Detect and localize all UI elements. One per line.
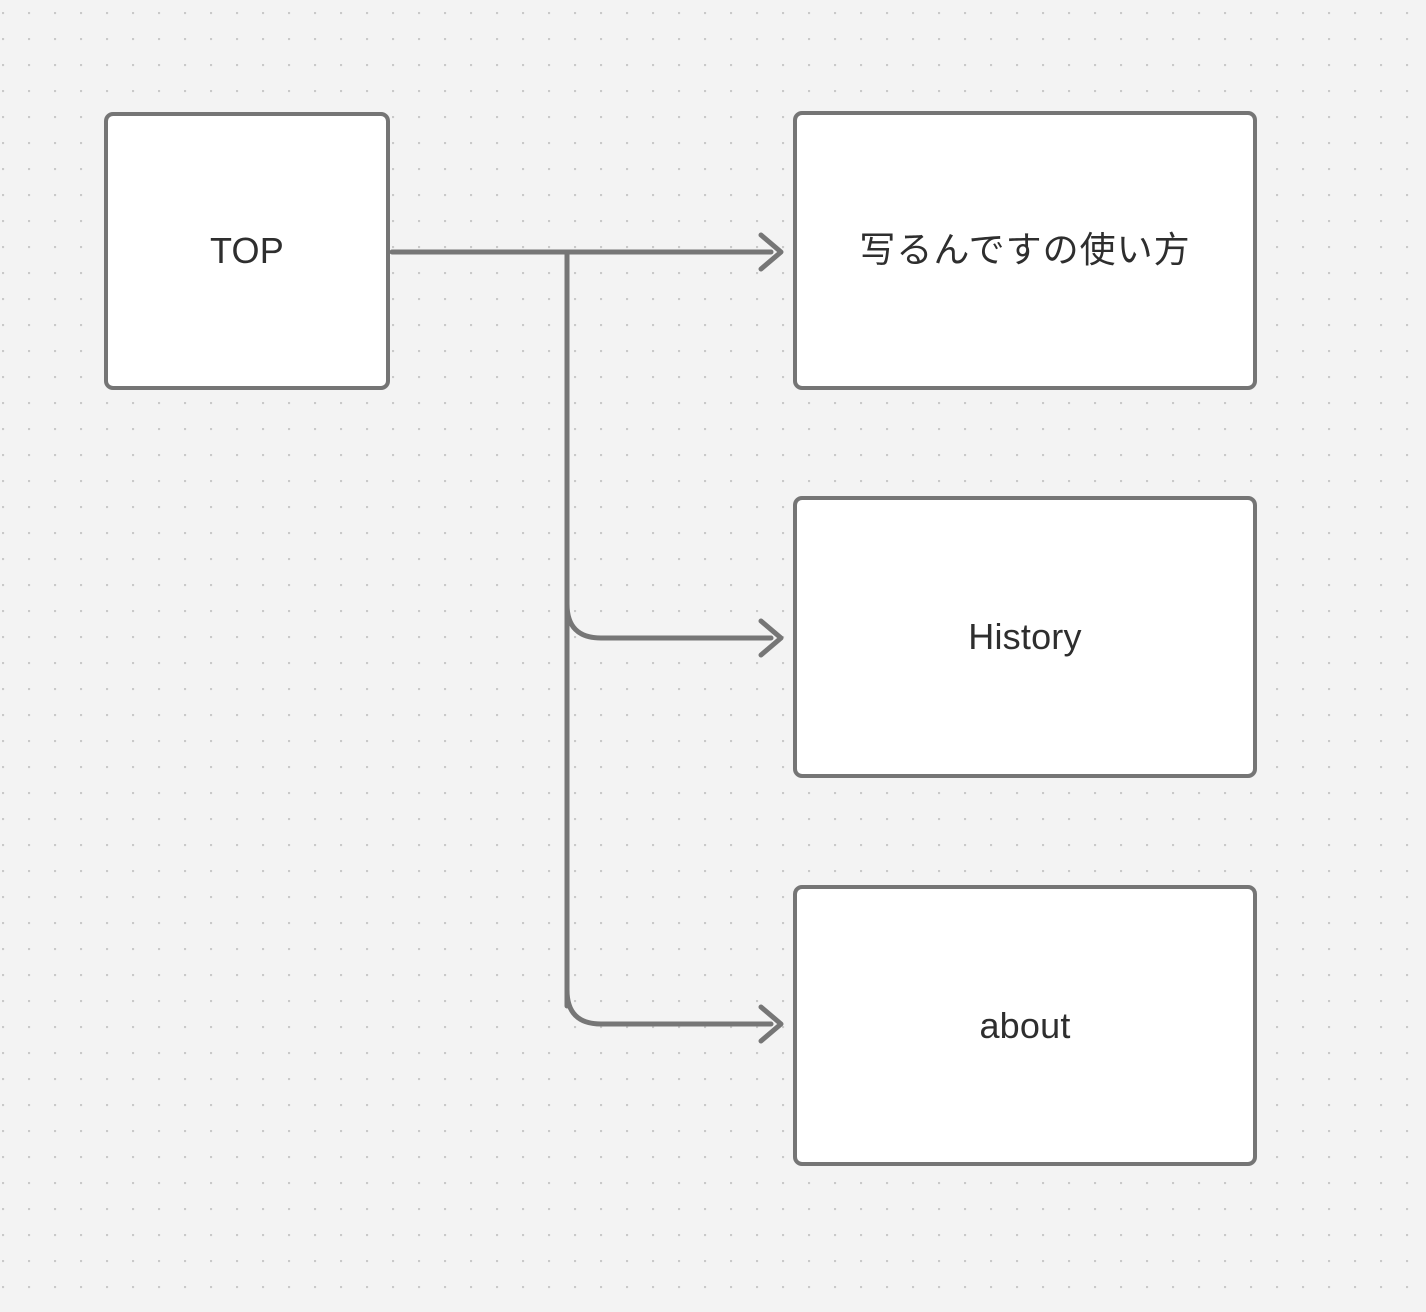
node-top[interactable]: TOP — [104, 112, 390, 390]
node-about-label: about — [979, 1004, 1071, 1046]
node-about[interactable]: about — [793, 885, 1257, 1166]
edge-top-to-history — [564, 601, 774, 641]
node-usage[interactable]: 写るんですの使い方 — [793, 111, 1257, 390]
node-history-label: History — [968, 616, 1082, 658]
arrowhead-history — [758, 618, 784, 658]
node-history[interactable]: History — [793, 496, 1257, 778]
arrowhead-usage — [758, 232, 784, 272]
node-usage-label: 写るんですの使い方 — [859, 229, 1191, 271]
edge-top-to-about — [564, 987, 774, 1027]
node-top-label: TOP — [210, 230, 284, 272]
arrowhead-about — [758, 1004, 784, 1044]
